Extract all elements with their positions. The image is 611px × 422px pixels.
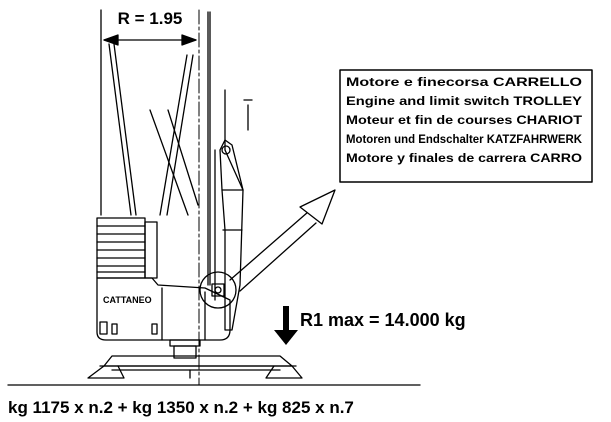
radius-dimension (100, 9, 200, 386)
brand-logo: CATTANEO (103, 295, 152, 305)
reaction-label: R1 max = 14.000 kg (300, 310, 466, 330)
crane-mast (108, 11, 253, 286)
trolley-motor (199, 271, 237, 309)
slewing-base (96, 277, 231, 359)
callout-line-spanish: Motore y finales de carrera CARRO (346, 151, 582, 165)
crane-base-frame (87, 355, 303, 379)
callout-box (339, 69, 593, 183)
counterweight-pack (96, 217, 158, 279)
callout-line-english: Engine and limit switch TROLLEY (346, 94, 582, 108)
callout-line-italian: Motore e finecorsa CARRELLO (346, 75, 582, 89)
ballast-label: kg 1175 x n.2 + kg 1350 x n.2 + kg 825 x… (8, 398, 354, 417)
reaction-force-arrow (274, 306, 298, 345)
folding-jib (214, 139, 244, 331)
callout-text: Motore e finecorsa CARRELLO Engine and l… (346, 75, 583, 165)
callout-line-german: Motoren und Endschalter KATZFAHRWERK (346, 132, 582, 146)
radius-label: R = 1.95 (118, 9, 183, 28)
callout-leader-arrow (229, 189, 336, 292)
callout-line-french: Moteur et fin de courses CHARIOT (346, 113, 583, 127)
